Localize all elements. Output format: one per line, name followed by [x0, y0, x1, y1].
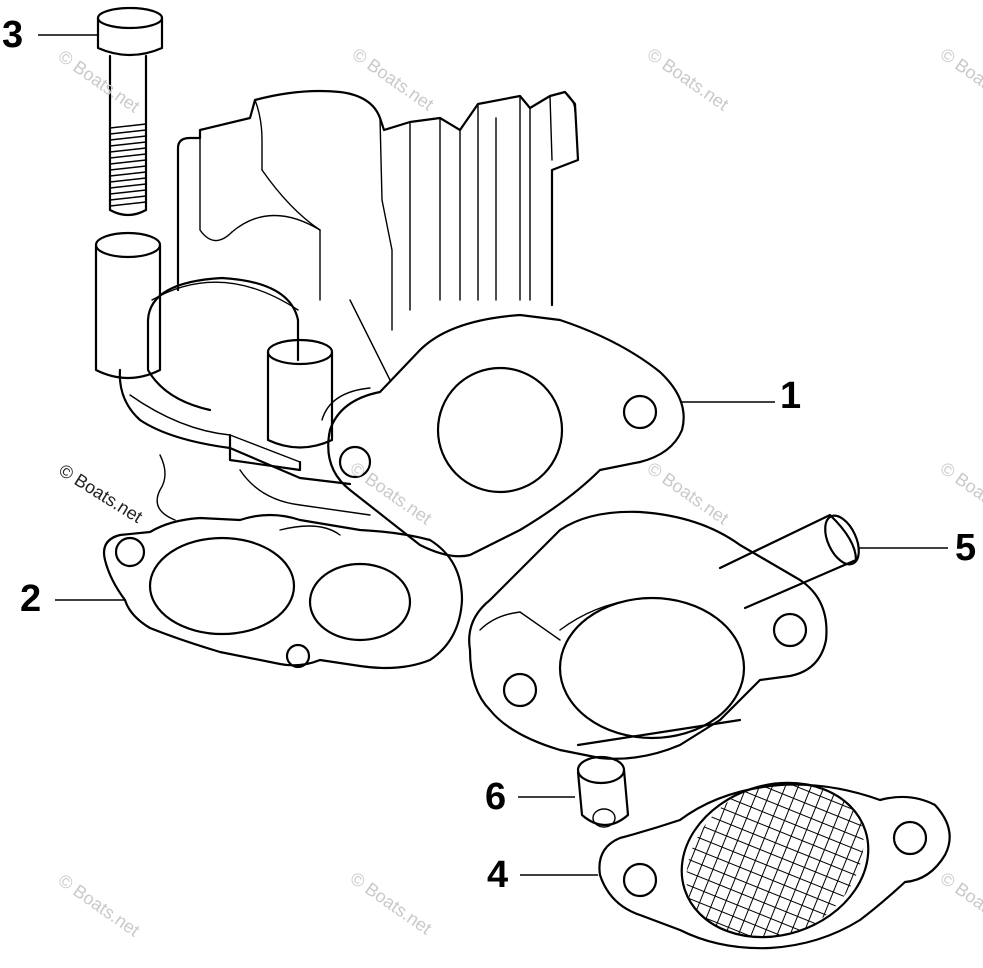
gasket-part-2 [102, 454, 464, 670]
callout-5: 5 [955, 527, 977, 569]
sleeve-part-6 [576, 755, 630, 828]
callout-3: 3 [2, 14, 24, 56]
adapter-part-5 [468, 510, 860, 760]
callout-2: 2 [20, 578, 42, 620]
callout-1: 1 [780, 375, 802, 417]
housing-part-1 [94, 89, 685, 558]
screen-part-4 [598, 781, 951, 950]
callout-6: 6 [485, 776, 507, 818]
bolt-part-3 [96, 6, 164, 217]
callout-4: 4 [487, 854, 509, 896]
leader-lines [38, 34, 948, 876]
